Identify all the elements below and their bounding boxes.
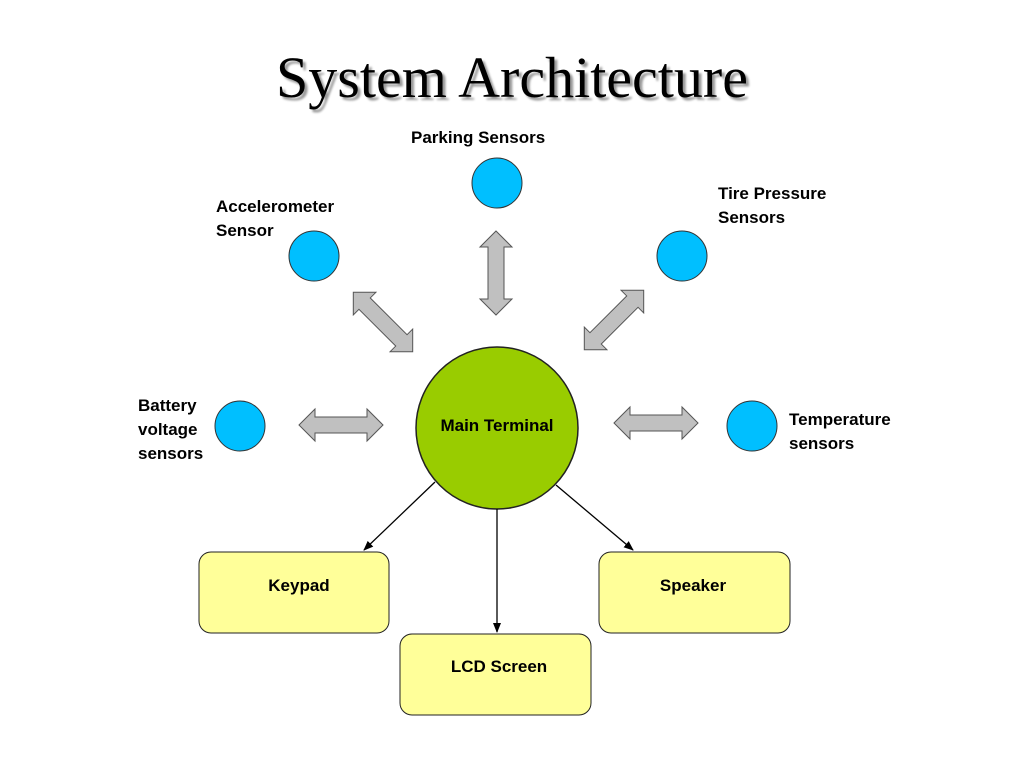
temperature-label: Temperature sensors <box>789 408 891 456</box>
temperature-sensor-node <box>726 400 778 452</box>
keypad-label: Keypad <box>268 576 330 595</box>
keypad-box <box>198 551 390 634</box>
speaker-box <box>598 551 791 634</box>
battery-label: Battery voltage sensors <box>138 394 203 466</box>
accelerometer-link-arrow <box>341 280 425 364</box>
lcd-label: LCD Screen <box>450 657 548 676</box>
parking-sensor-node <box>471 157 523 209</box>
main-terminal-label: Main Terminal <box>440 416 554 435</box>
battery-link-arrow <box>298 408 384 442</box>
temperature-label-line1: Temperature <box>789 410 891 429</box>
battery-label-line1: Battery <box>138 396 197 415</box>
parking-link-arrow <box>479 230 513 316</box>
battery-label-line2: voltage <box>138 420 198 439</box>
accelerometer-label-line1: Accelerometer <box>216 197 335 216</box>
accelerometer-label: Accelerometer Sensor <box>216 195 334 243</box>
accelerometer-label-line2: Sensor <box>216 221 274 240</box>
parking-label-line1: Parking Sensors <box>411 128 546 147</box>
speaker-label: Speaker <box>659 576 727 595</box>
temperature-label-line2: sensors <box>789 434 855 453</box>
tire-pressure-sensor-node <box>656 230 708 282</box>
keypad-connector <box>363 481 436 551</box>
tire-pressure-link-arrow <box>572 278 656 362</box>
tire-pressure-label-line2: Sensors <box>718 208 786 227</box>
temperature-link-arrow <box>613 406 699 440</box>
tire-pressure-label: Tire Pressure Sensors <box>718 182 826 230</box>
parking-sensors-label: Parking Sensors <box>411 126 545 150</box>
battery-sensor-node <box>214 400 266 452</box>
battery-label-line3: sensors <box>138 444 204 463</box>
speaker-connector <box>555 484 634 551</box>
accelerometer-sensor-node <box>288 230 340 282</box>
page-title: System Architecture <box>276 45 748 110</box>
lcd-box <box>399 633 592 716</box>
tire-pressure-label-line1: Tire Pressure <box>718 184 827 203</box>
